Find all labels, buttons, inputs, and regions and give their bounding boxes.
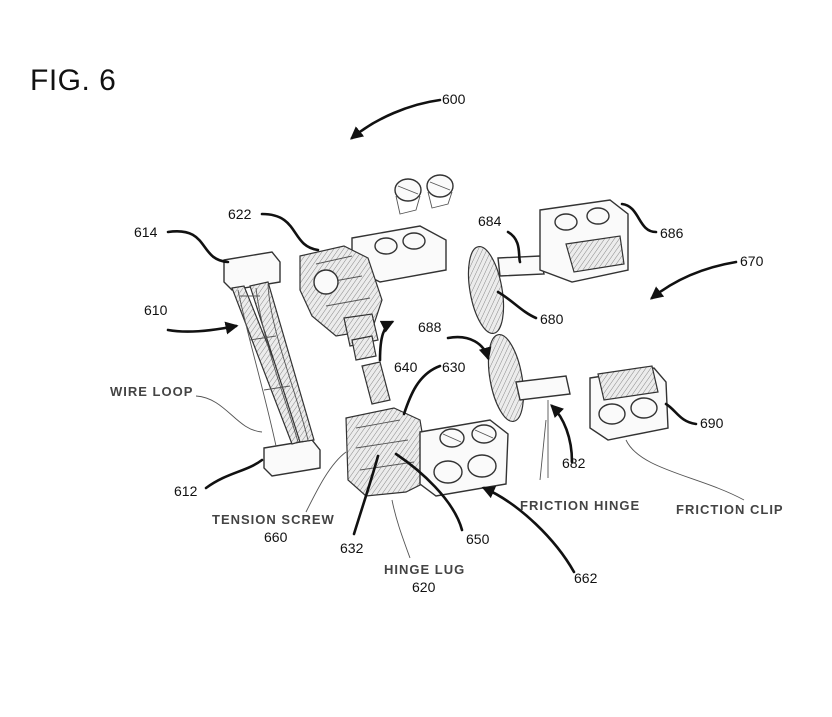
friction-hinge-leader	[539, 419, 547, 481]
ref-662: 662	[574, 570, 598, 586]
leader-684	[506, 230, 522, 264]
ref-660: 660	[264, 529, 288, 545]
friction-clip-lower-part	[589, 365, 745, 501]
leader-662	[481, 486, 576, 574]
ref-632: 632	[340, 540, 364, 556]
friction-hinge-part	[467, 245, 571, 478]
leader-610	[166, 321, 239, 335]
leader-614	[166, 230, 230, 264]
leader-682	[550, 404, 574, 464]
figure-title: FIG. 6	[30, 64, 117, 97]
hinge-lug-lower-part	[345, 407, 509, 497]
leader-650	[394, 452, 464, 532]
leader-630	[402, 364, 442, 416]
leader-622	[260, 212, 320, 252]
caption-wire-loop: WIRE LOOP	[110, 384, 193, 399]
friction-clip-upper-part	[539, 199, 629, 283]
screws-upper	[394, 174, 454, 215]
ref-600: 600	[442, 91, 466, 107]
ref-630: 630	[442, 359, 466, 375]
tension-screw-part	[351, 335, 391, 405]
ref-614: 614	[134, 224, 158, 240]
ref-612: 612	[174, 483, 198, 499]
caption-friction-hinge: FRICTION HINGE	[520, 498, 640, 513]
caption-friction-clip: FRICTION CLIP	[676, 502, 784, 517]
ref-620: 620	[412, 579, 436, 595]
leader-670	[649, 260, 738, 300]
leader-686	[620, 202, 658, 234]
tension-screw-leader	[305, 451, 347, 513]
wire-loop-leader	[195, 395, 263, 433]
ref-688: 688	[418, 319, 442, 335]
hinge-lug-upper-part	[299, 225, 447, 347]
ref-610: 610	[144, 302, 168, 318]
leader-640	[378, 320, 395, 362]
leader-612	[204, 458, 264, 490]
ref-650: 650	[466, 531, 490, 547]
ref-684: 684	[478, 213, 502, 229]
leader-690	[664, 402, 698, 426]
leader-688	[446, 335, 492, 361]
wire-loop-part	[223, 251, 321, 477]
ref-682: 682	[562, 455, 586, 471]
ref-680: 680	[540, 311, 564, 327]
leader-632	[352, 454, 380, 536]
ref-670: 670	[740, 253, 764, 269]
ref-686: 686	[660, 225, 684, 241]
hinge-lug-leader	[391, 499, 411, 559]
ref-622: 622	[228, 206, 252, 222]
leader-600	[350, 98, 442, 140]
caption-hinge-lug: HINGE LUG	[384, 562, 465, 577]
ref-690: 690	[700, 415, 724, 431]
ref-640: 640	[394, 359, 418, 375]
leader-680	[496, 290, 538, 320]
caption-tension-screw: TENSION SCREW	[212, 512, 335, 527]
